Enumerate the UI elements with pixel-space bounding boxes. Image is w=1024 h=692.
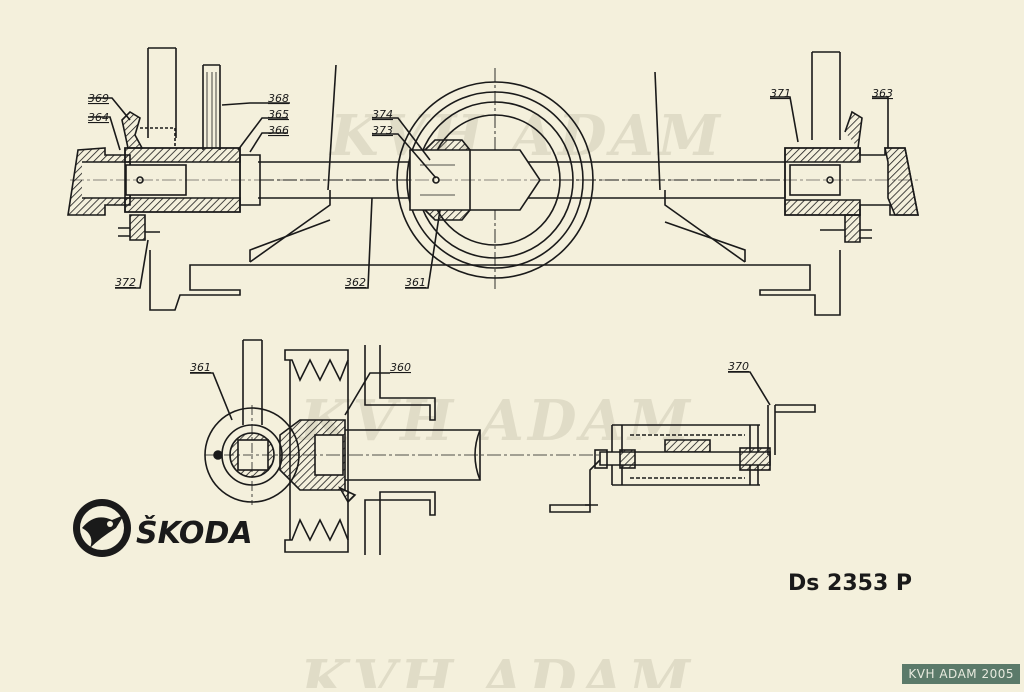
callout-371: 371	[770, 87, 791, 100]
brand-name: ŠKODA	[136, 514, 253, 551]
callout-374: 374	[372, 108, 393, 121]
skoda-winged-arrow-icon	[73, 499, 131, 557]
callout-364: 364	[88, 111, 109, 124]
watermark-middle: KVH ADAM	[298, 388, 694, 454]
collection-stamp: KVH ADAM 2005	[902, 664, 1020, 684]
callout-362: 362	[345, 276, 366, 289]
callout-370: 370	[728, 360, 749, 373]
callout-373: 373	[372, 124, 393, 137]
upper-axle-assembly	[67, 47, 920, 316]
callout-360: 360	[390, 361, 411, 374]
callout-361: 361	[405, 276, 426, 289]
callout-368: 368	[268, 92, 289, 105]
callout-365: 365	[268, 108, 289, 121]
callout-369: 369	[88, 92, 109, 105]
callout-361-detail: 361	[190, 361, 211, 374]
watermark-bottom: KVH ADAM	[298, 648, 694, 688]
callout-363: 363	[872, 87, 893, 100]
crank-assembly	[549, 371, 816, 513]
drawing-number: Ds 2353 P	[788, 571, 912, 596]
callout-366: 366	[268, 124, 289, 137]
lower-left-assembly	[190, 339, 620, 555]
callout-372: 372	[115, 276, 136, 289]
